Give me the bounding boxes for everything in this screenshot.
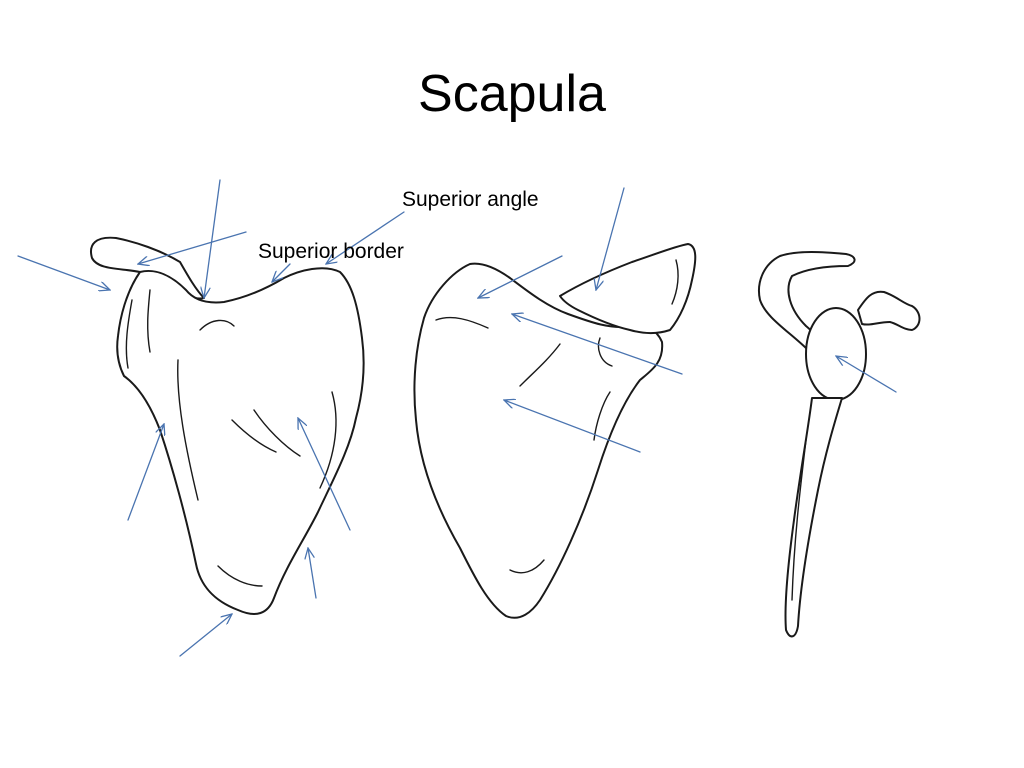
medial-border-line (319, 391, 337, 489)
arrow-glenoid-cavity (836, 356, 897, 393)
arrow-superior-border (272, 263, 291, 282)
arrow-anterior-acromion (596, 187, 625, 290)
arrow-subscapular-fossa (504, 400, 641, 453)
anterior-view (413, 243, 697, 619)
arrow-inferior-angle (179, 614, 232, 657)
inferior-line (217, 565, 263, 587)
spine-line (147, 289, 151, 353)
anterior-inferior-line (509, 559, 545, 574)
lateral-view (758, 251, 921, 638)
glenoid-detail (199, 319, 235, 331)
arrow-lateral-border (127, 424, 164, 521)
acromion-detail (671, 259, 679, 305)
slide-title: Scapula (418, 65, 606, 123)
lateral-blade-line (791, 439, 807, 601)
arrow-anterior-coracoid (512, 314, 683, 375)
arrow-acromion-tip (138, 231, 247, 264)
lateral-coracoid-outline (857, 290, 921, 331)
blade-ridge-1 (231, 419, 277, 453)
arrow-coracoid (204, 179, 221, 298)
acromion-anterior-outline (559, 243, 697, 334)
arrow-acromion (17, 255, 110, 290)
label-superior-border: Superior border (258, 240, 404, 263)
anterior-ridge-1 (519, 343, 561, 387)
spine-ridge (125, 299, 133, 369)
posterior-view (90, 236, 365, 615)
anterior-ridge-2 (593, 391, 611, 441)
lateral-acromion-outline (758, 251, 856, 351)
posterior-blade-outline (116, 267, 365, 615)
label-superior-angle: Superior angle (402, 188, 539, 211)
arrow-anterior-superior (478, 255, 563, 298)
arrow-superior-angle (326, 211, 405, 264)
lateral-border-line (177, 359, 199, 501)
anterior-blade-outline (413, 262, 664, 619)
lateral-blade-outline (784, 397, 843, 638)
arrow-medial-border (308, 548, 317, 599)
blade-ridge-2 (253, 409, 301, 457)
annotation-arrows (17, 179, 897, 657)
arrow-infraspinous-fossa (298, 418, 351, 531)
glenoid-fossa-outline (805, 307, 867, 401)
glenoid-anterior-detail (597, 337, 613, 367)
subscapular-fossa-line (435, 316, 489, 329)
